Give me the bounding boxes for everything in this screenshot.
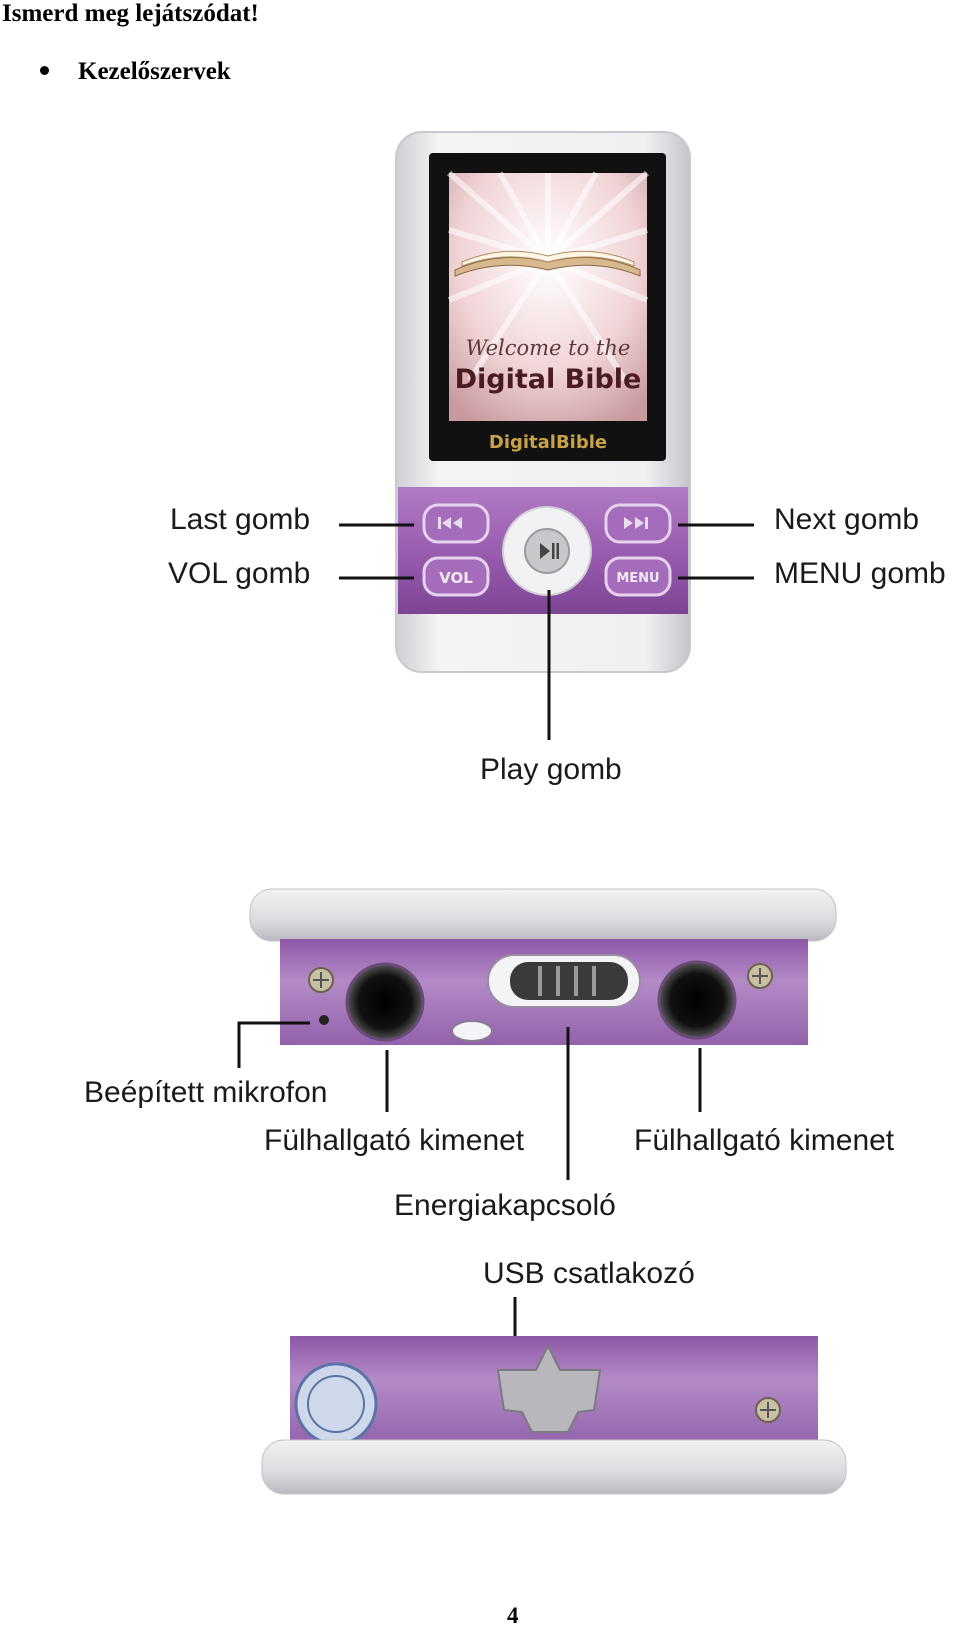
screen-welcome-text: Welcome to the [466, 336, 631, 360]
usb-port[interactable] [496, 1343, 602, 1433]
page-number: 4 [507, 1603, 519, 1628]
last-button[interactable] [422, 503, 490, 544]
bullet-item: Kezelőszervek [40, 58, 231, 86]
player-front: Welcome to the Digital Bible DigitalBibl… [395, 131, 691, 673]
svg-text:MENU: MENU [616, 571, 659, 586]
label-headphone-right: Fülhallgató kimenet [634, 1124, 895, 1157]
play-button[interactable] [502, 506, 592, 596]
bullet-text: Kezelőszervek [78, 58, 231, 85]
screw-icon [747, 963, 773, 989]
certification-seal [294, 1362, 378, 1446]
headphone-jack-left[interactable] [345, 962, 425, 1042]
label-microphone: Beépített mikrofon [84, 1076, 328, 1109]
vol-button[interactable]: VOL [422, 556, 490, 597]
next-button[interactable] [604, 503, 672, 544]
label-power-switch: Energiakapcsoló [394, 1189, 616, 1222]
player-top-edge [249, 888, 837, 1045]
brand-logo: DigitalBible [489, 432, 607, 453]
page-title: Ismerd meg lejátszódat! [2, 0, 259, 27]
label-vol-button: VOL gomb [168, 557, 311, 590]
microphone-hole [319, 1015, 329, 1025]
label-usb-port: USB csatlakozó [483, 1257, 695, 1290]
label-play-button: Play gomb [480, 753, 622, 786]
headphone-jack-right[interactable] [657, 960, 737, 1040]
front-callout-lines [339, 523, 754, 740]
label-last-button: Last gomb [170, 503, 311, 536]
label-menu-button: MENU gomb [774, 557, 946, 590]
label-headphone-left: Fülhallgató kimenet [264, 1124, 525, 1157]
menu-button[interactable]: MENU [604, 556, 672, 597]
label-next-button: Next gomb [774, 503, 920, 536]
svg-text:VOL: VOL [439, 569, 473, 587]
screw-icon [755, 1397, 781, 1423]
power-switch[interactable] [487, 954, 641, 1008]
player-screen: Welcome to the Digital Bible [447, 170, 649, 421]
screen-title-text: Digital Bible [455, 364, 642, 395]
bullet-icon [40, 65, 49, 75]
player-bottom-edge [261, 1336, 847, 1495]
screw-icon [308, 967, 334, 993]
